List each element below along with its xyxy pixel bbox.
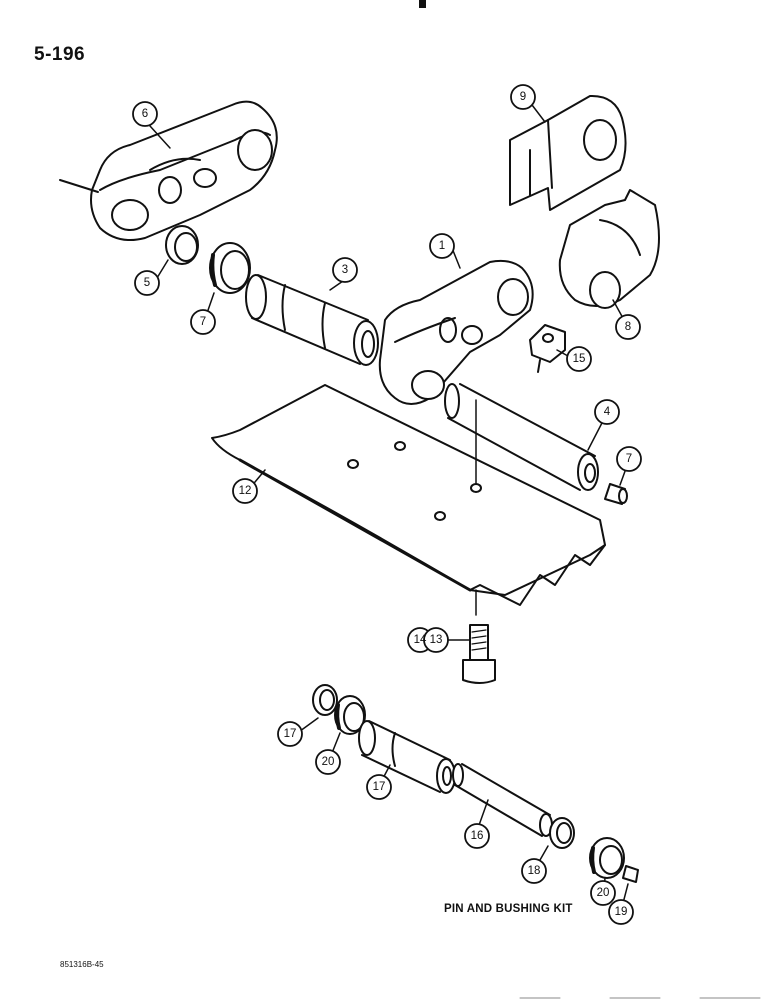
ring-18a xyxy=(312,684,338,716)
callout-12: 12 xyxy=(239,485,252,497)
callout-5: 5 xyxy=(144,277,150,289)
bushing-3 xyxy=(245,274,379,366)
kit-caption: PIN AND BUSHING KIT xyxy=(444,903,573,915)
figure-code: 851316B-45 xyxy=(60,960,104,969)
callout-20b: 20 xyxy=(597,887,610,899)
track-link-left xyxy=(59,100,278,241)
track-link-center xyxy=(378,259,534,405)
master-link-8 xyxy=(558,189,660,309)
plug-7 xyxy=(604,483,628,505)
nut-15 xyxy=(529,324,566,373)
callout-8: 8 xyxy=(625,321,631,333)
bolt-13 xyxy=(462,624,496,684)
callout-17: 17 xyxy=(373,781,386,793)
seal-ring-5 xyxy=(165,225,199,265)
callout-14: 14 xyxy=(414,634,427,646)
callout-19: 19 xyxy=(615,906,628,918)
callout-15: 15 xyxy=(573,353,586,365)
seal-20a xyxy=(334,695,366,735)
pin-16 xyxy=(452,763,553,837)
callout-2: 6 xyxy=(142,108,148,120)
callout-1: 1 xyxy=(439,240,445,252)
ring-18b xyxy=(549,817,575,849)
callout-18a: 17 xyxy=(284,728,297,740)
callout-3: 3 xyxy=(342,264,348,276)
bushing-17 xyxy=(358,720,456,794)
track-shoe-12 xyxy=(211,384,606,616)
callout-18b: 18 xyxy=(528,865,541,877)
plug-19 xyxy=(622,865,639,883)
callout-16: 16 xyxy=(471,830,484,842)
pin-4 xyxy=(444,383,599,491)
master-link-9 xyxy=(509,94,627,211)
seal-6 xyxy=(209,242,251,294)
callout-20a: 20 xyxy=(322,756,335,768)
callout-9: 9 xyxy=(520,91,526,103)
page-number: 5-196 xyxy=(34,44,86,65)
callout-13: 13 xyxy=(430,634,443,646)
callout-7: 7 xyxy=(626,453,632,465)
callout-6: 7 xyxy=(200,316,206,328)
callout-4: 4 xyxy=(604,406,611,418)
seal-20b xyxy=(589,837,625,879)
callout-circles xyxy=(132,84,642,925)
